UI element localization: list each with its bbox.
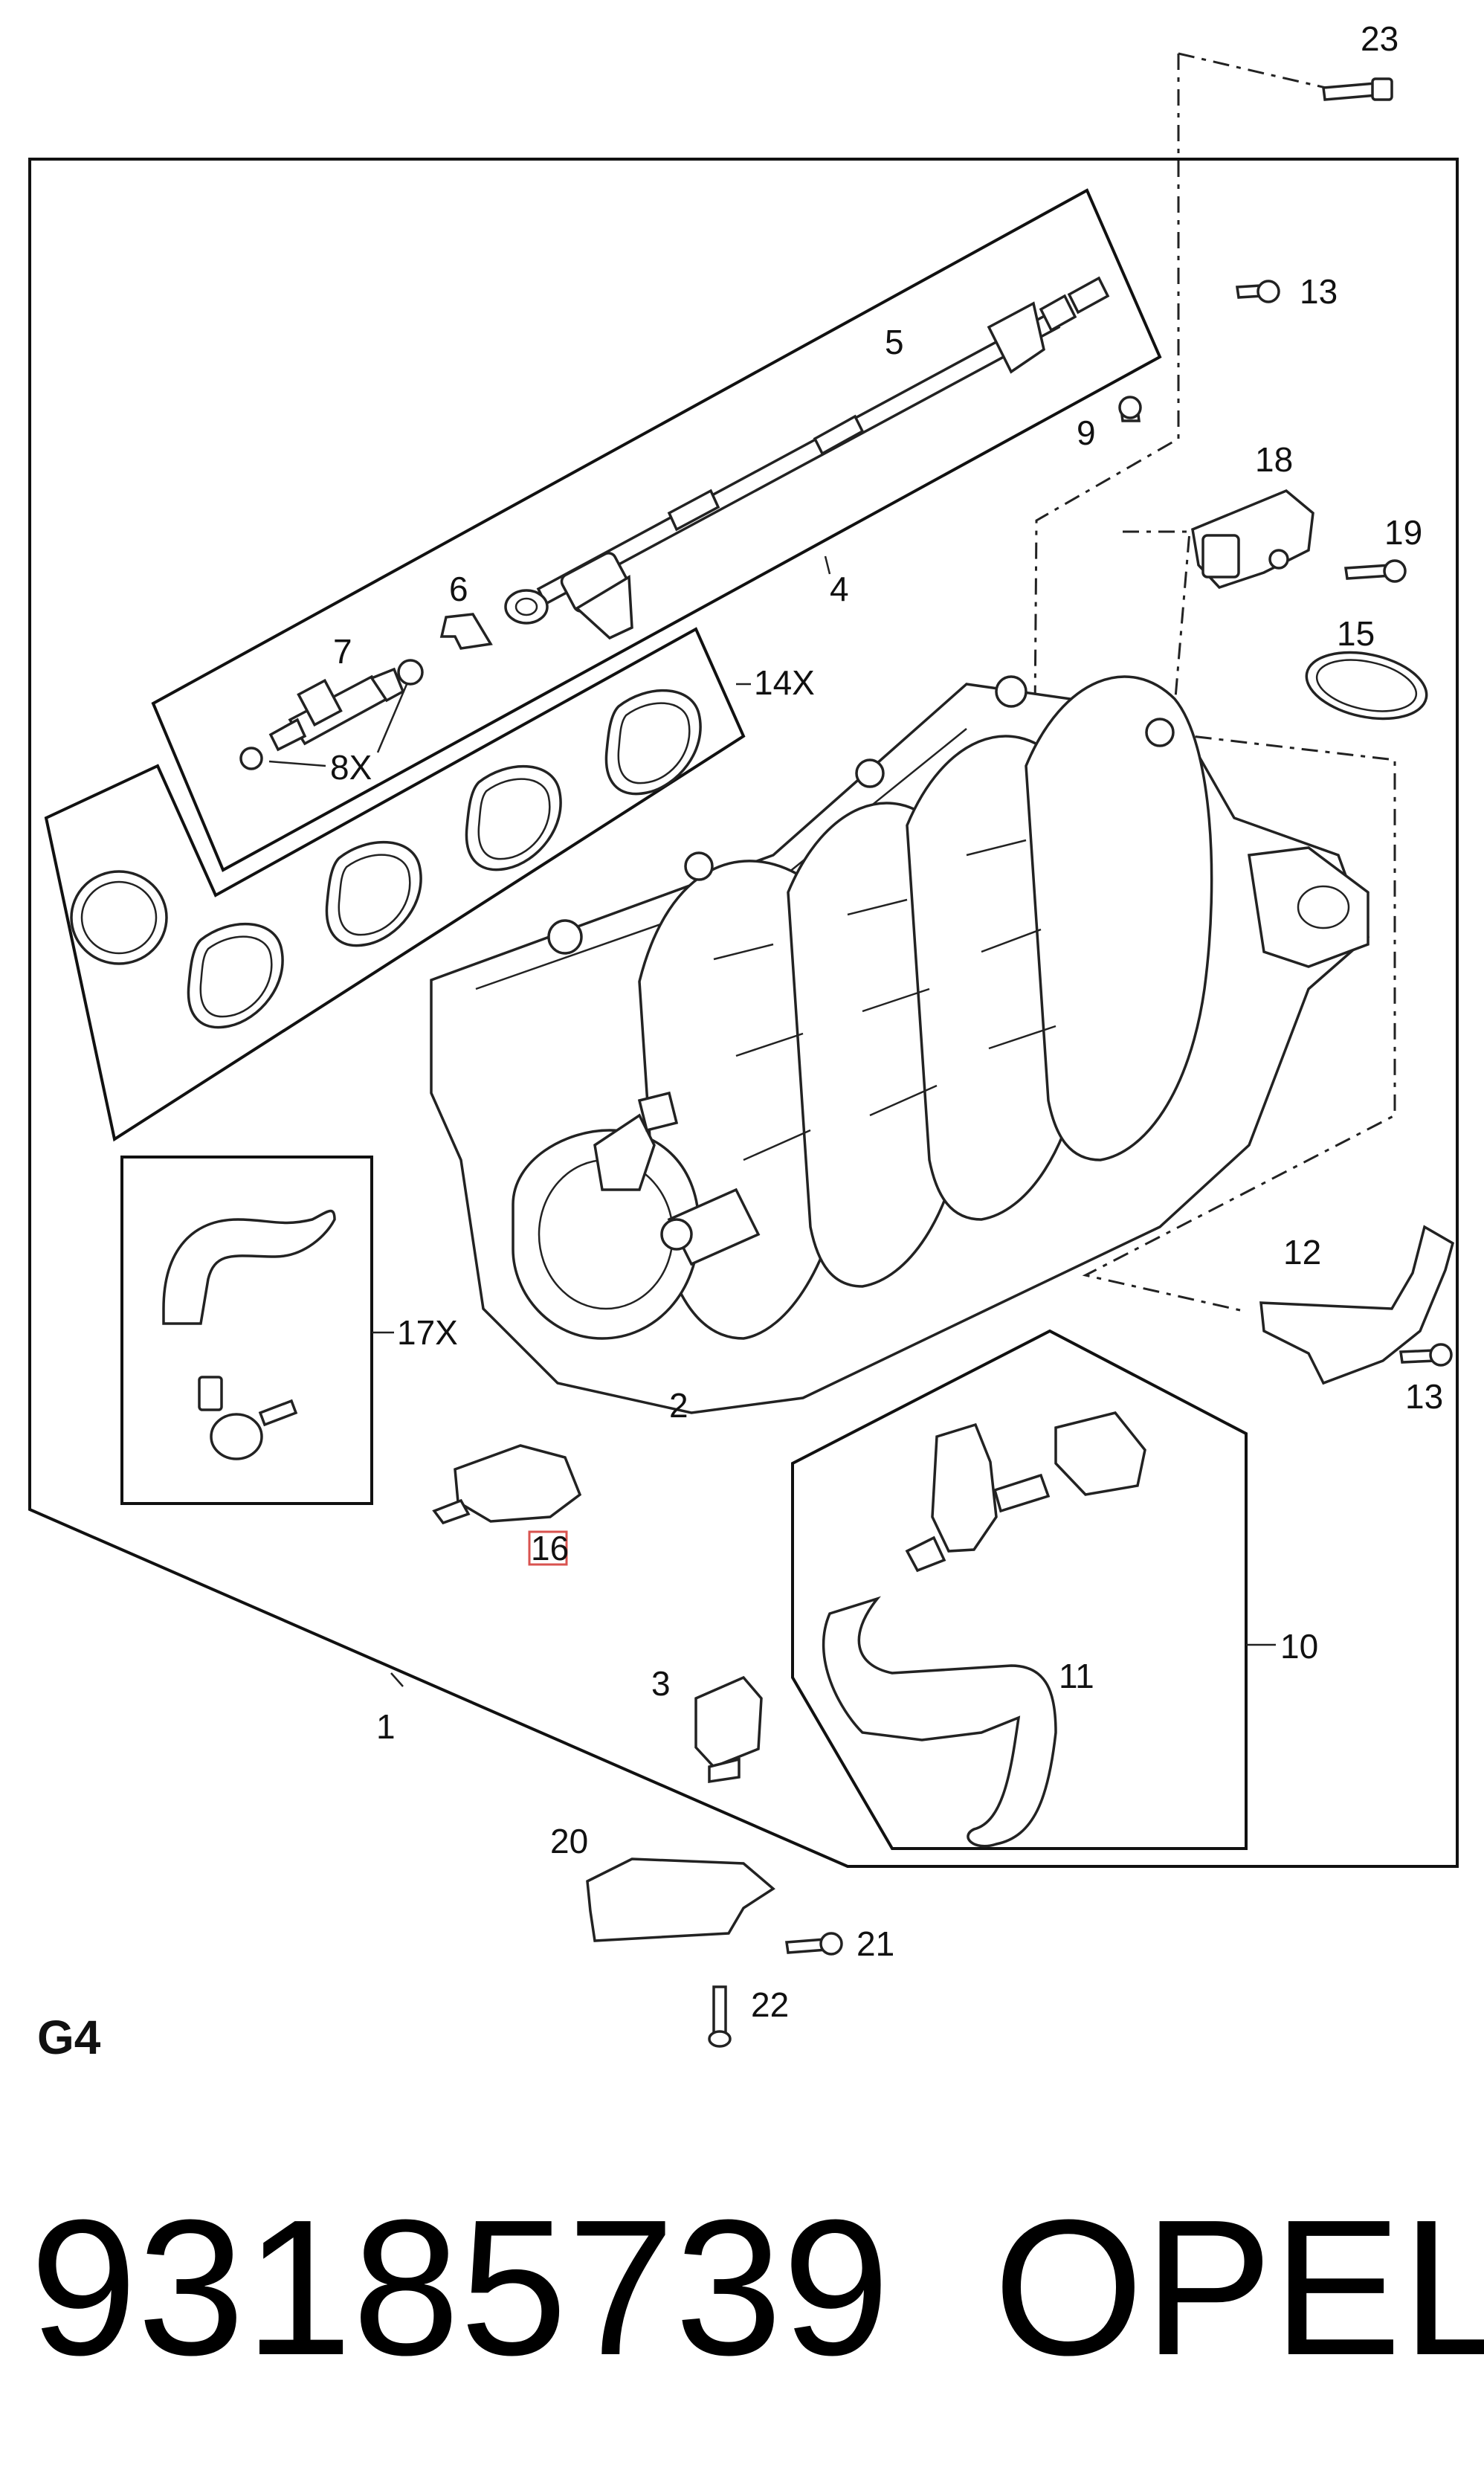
purge-valve (822, 1411, 1146, 1848)
vent-valve-box (791, 1329, 1248, 1850)
bolt-21 (785, 1932, 843, 1956)
pcv-hose (162, 1209, 336, 1460)
callout-13-upper: 13 (1300, 272, 1338, 311)
callout-8x: 8X (330, 748, 372, 787)
callout-21: 21 (856, 1924, 894, 1963)
callout-1: 1 (376, 1707, 396, 1746)
bolt-13-lower (1398, 1343, 1453, 1367)
callout-19: 19 (1384, 513, 1422, 552)
retaining-clip (439, 613, 493, 650)
hose-box (120, 1156, 373, 1505)
bolt-23 (1322, 77, 1393, 101)
fuel-injector (268, 667, 405, 752)
leader-23-vertical (1033, 54, 1180, 715)
throttle-body (512, 1091, 761, 1340)
callout-13-lower: 13 (1405, 1377, 1443, 1416)
bracket (1259, 1225, 1455, 1385)
pressure-sensor (1191, 489, 1314, 590)
support-bracket (586, 1857, 775, 1942)
callout-12: 12 (1283, 1233, 1321, 1272)
callout-20: 20 (550, 1822, 588, 1860)
gasket-panel (44, 627, 746, 1142)
fuel-rail (536, 276, 1110, 640)
brand-name: OPEL (993, 2180, 1484, 2396)
callout-23: 23 (1361, 19, 1398, 58)
callout-5: 5 (885, 323, 904, 361)
callout-3: 3 (651, 1664, 671, 1703)
part-number: 93185739 (30, 2180, 890, 2396)
leader-23 (1178, 52, 1333, 91)
callout-10: 10 (1280, 1627, 1318, 1666)
callout-9: 9 (1077, 413, 1096, 452)
bypass-valve (432, 1444, 582, 1525)
callout-11: 11 (1059, 1657, 1094, 1695)
callout-14x: 14X (754, 663, 815, 702)
seal-ring (1305, 651, 1428, 721)
injector-connector (504, 589, 549, 625)
leader-4 (824, 555, 831, 575)
callout-4: 4 (830, 570, 849, 608)
o-ring-upper (397, 659, 424, 686)
leader-sensor (1123, 530, 1191, 707)
intake-gaskets (70, 689, 702, 1029)
callout-15: 15 (1337, 614, 1375, 653)
rubber-mount (694, 1675, 763, 1784)
callout-22: 22 (751, 1985, 789, 2024)
callout-6: 6 (449, 570, 468, 608)
fuel-rail-panel (151, 188, 1162, 872)
part-16-highlight (528, 1530, 568, 1566)
callout-7: 7 (333, 632, 352, 671)
callout-17x: 17X (397, 1313, 458, 1352)
o-ring-lower (239, 747, 263, 770)
leader-8 (268, 760, 326, 767)
section-code: G4 (37, 2011, 101, 2064)
bolt-19 (1344, 559, 1407, 583)
callout-2: 2 (669, 1386, 688, 1425)
bolt-9 (1118, 396, 1142, 422)
bolt-22 (708, 1985, 732, 2048)
leader-manifold-right (1082, 731, 1396, 1312)
assembly-frame (28, 158, 1459, 1868)
bolt-13-upper (1235, 280, 1280, 303)
leader-8b (376, 682, 409, 753)
callout-16: 16 (531, 1529, 569, 1567)
callout-18: 18 (1255, 440, 1293, 479)
leader-1 (390, 1672, 404, 1687)
